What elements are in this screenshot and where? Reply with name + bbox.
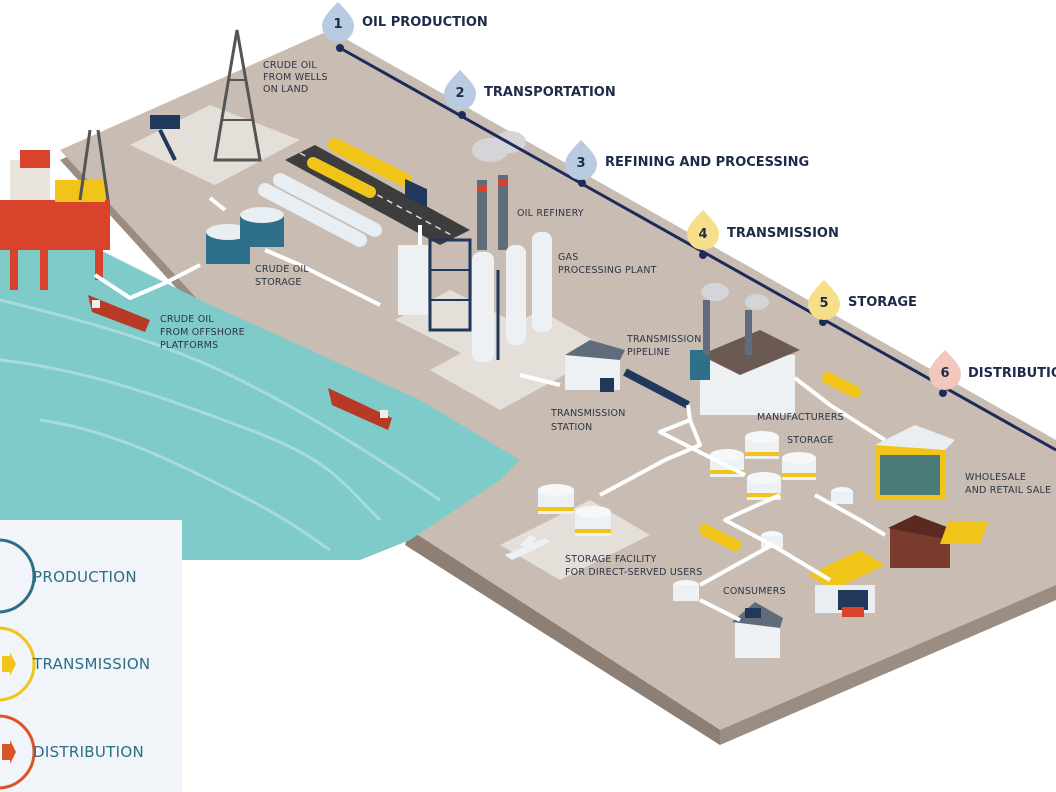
- label-oil-refinery: OIL REFINERY: [517, 208, 584, 219]
- svg-text:PIPELINE: PIPELINE: [627, 347, 670, 358]
- storage-facility: [500, 484, 650, 580]
- legend-label: TRANSMISSION: [32, 655, 150, 673]
- drop-icon: [929, 350, 961, 390]
- svg-text:STORAGE: STORAGE: [255, 277, 302, 288]
- svg-text:STORAGE: STORAGE: [787, 435, 834, 446]
- label-manufacturers: MANUFACTURERS: [757, 412, 844, 423]
- label-storage-facility: STORAGE FACILITY FOR DIRECT-SERVED USERS: [565, 554, 702, 578]
- svg-text:ON LAND: ON LAND: [263, 84, 308, 95]
- svg-text:OIL REFINERY: OIL REFINERY: [517, 208, 584, 219]
- gas-processing-plant: [430, 232, 610, 410]
- step-transmission: 4 TRANSMISSION: [687, 210, 839, 250]
- drop-icon: [444, 70, 476, 110]
- step-number: 5: [819, 296, 828, 311]
- legend-item-transmission: TRANSMISSION: [0, 626, 150, 702]
- tanker-truck: [822, 372, 861, 398]
- svg-text:PROCESSING PLANT: PROCESSING PLANT: [558, 265, 657, 276]
- wholesale-store: [875, 425, 955, 500]
- drop-icon: [322, 2, 354, 42]
- label-crude-wells: CRUDE OIL FROM WELLS ON LAND: [263, 60, 328, 95]
- pumpjack: [130, 105, 300, 185]
- tanker-ship: [88, 295, 150, 332]
- svg-text:STORAGE FACILITY: STORAGE FACILITY: [565, 554, 657, 565]
- legend-label: DISTRIBUTION: [33, 743, 144, 761]
- step-number: 3: [576, 156, 585, 171]
- transmission-icon: [0, 626, 36, 702]
- drop-icon: [687, 210, 719, 250]
- storage-tanks: [710, 431, 816, 500]
- step-label: OIL PRODUCTION: [362, 15, 488, 30]
- label-storage: STORAGE: [787, 435, 834, 446]
- label-crude-storage: CRUDE OIL STORAGE: [255, 264, 309, 288]
- svg-text:AND RETAIL SALE: AND RETAIL SALE: [965, 485, 1051, 496]
- label-crude-offshore: CRUDE OIL FROM OFFSHORE PLATFORMS: [160, 314, 245, 351]
- legend-item-distribution: DISTRIBUTION: [0, 714, 144, 790]
- label-wholesale: WHOLESALE AND RETAIL SALE: [965, 472, 1051, 496]
- step-distribution: 6 DISTRIBUTION: [929, 350, 1056, 390]
- step-label: TRANSPORTATION: [484, 85, 616, 100]
- drop-icon: [808, 280, 840, 320]
- tanker-truck: [328, 138, 427, 208]
- svg-text:STATION: STATION: [551, 422, 592, 433]
- arrow-right-icon: [2, 740, 16, 764]
- pipeline-cylinders: [258, 173, 382, 247]
- legend: PRODUCTION TRANSMISSION DISTRIBUTION: [0, 520, 182, 792]
- label-transmission-station: TRANSMISSION STATION: [550, 408, 626, 433]
- svg-text:GAS: GAS: [558, 252, 579, 263]
- svg-text:WHOLESALE: WHOLESALE: [965, 472, 1026, 483]
- manufacturer-factory: [690, 283, 800, 415]
- svg-text:TRANSMISSION: TRANSMISSION: [626, 334, 702, 345]
- label-transmission-pipeline: TRANSMISSION PIPELINE: [626, 334, 702, 358]
- offshore-platform: [0, 129, 110, 290]
- oil-derrick: [213, 29, 262, 162]
- svg-text:PLATFORMS: PLATFORMS: [160, 340, 218, 351]
- arrow-right-icon: [2, 652, 16, 676]
- legend-item-production: PRODUCTION: [0, 538, 137, 614]
- step-number: 6: [940, 366, 949, 381]
- step-label: DISTRIBUTION: [968, 366, 1056, 381]
- production-icon: [0, 538, 36, 614]
- svg-text:CRUDE OIL: CRUDE OIL: [255, 264, 309, 275]
- step-label: REFINING AND PROCESSING: [605, 155, 809, 170]
- svg-text:CRUDE OIL: CRUDE OIL: [263, 60, 317, 71]
- distribution-icon: [0, 714, 36, 790]
- label-consumers: CONSUMERS: [723, 586, 786, 597]
- step-number: 1: [333, 17, 342, 32]
- legend-label: PRODUCTION: [33, 568, 137, 586]
- svg-text:FROM WELLS: FROM WELLS: [263, 72, 328, 83]
- svg-text:MANUFACTURERS: MANUFACTURERS: [757, 412, 844, 423]
- drop-icon: [565, 140, 597, 180]
- flow-paths: [93, 196, 887, 622]
- crude-storage-tanks: [206, 207, 284, 264]
- step-number: 2: [455, 86, 464, 101]
- consumer-house: [732, 602, 783, 658]
- farm-barn: [888, 515, 989, 568]
- distribution-tanks: [673, 487, 853, 601]
- tanker-ship: [328, 388, 392, 430]
- step-refining-processing: 3 REFINING AND PROCESSING: [565, 140, 809, 180]
- step-label: TRANSMISSION: [727, 226, 839, 241]
- tanker-truck: [307, 157, 376, 198]
- step-storage: 5 STORAGE: [808, 280, 917, 320]
- svg-text:TRANSMISSION: TRANSMISSION: [550, 408, 626, 419]
- svg-text:CRUDE OIL: CRUDE OIL: [160, 314, 214, 325]
- transmission-pipeline: [623, 368, 690, 409]
- step-label: STORAGE: [848, 295, 917, 310]
- svg-text:FOR DIRECT-SERVED USERS: FOR DIRECT-SERVED USERS: [565, 567, 702, 578]
- step-transportation: 2 TRANSPORTATION: [444, 70, 616, 110]
- step-oil-production: 1 OIL PRODUCTION: [322, 2, 488, 42]
- tanker-truck: [699, 524, 741, 551]
- svg-text:CONSUMERS: CONSUMERS: [723, 586, 786, 597]
- label-gas-plant: GAS PROCESSING PLANT: [558, 252, 657, 276]
- svg-text:FROM OFFSHORE: FROM OFFSHORE: [160, 327, 245, 338]
- transmission-station: [565, 340, 625, 392]
- step-number: 4: [698, 227, 707, 242]
